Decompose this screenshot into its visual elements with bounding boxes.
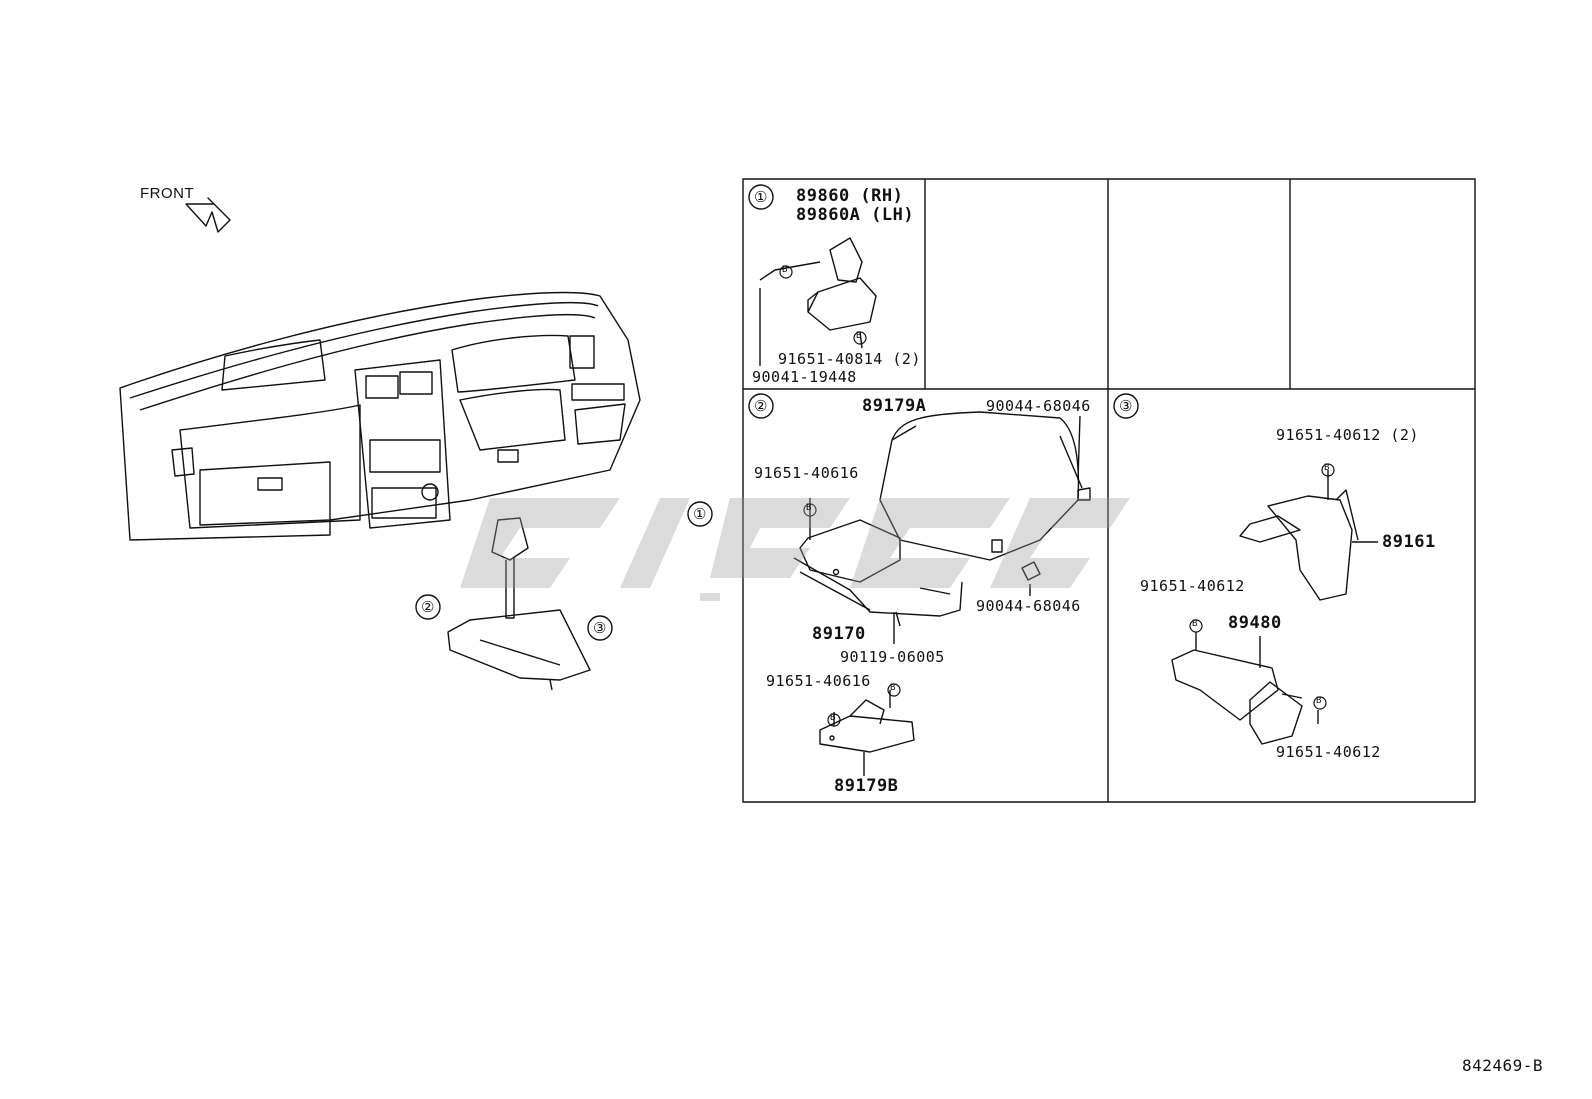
sensor-module-illustration — [1239, 470, 1378, 601]
bolt-marker-label: B — [782, 265, 788, 275]
bolt-marker-label: B — [1324, 463, 1330, 473]
watermark-logo — [460, 498, 1130, 601]
part-91651-40616-left: 91651-40616 — [754, 464, 859, 482]
airbag-ecu-bracket-illustration — [793, 519, 963, 627]
part-89179a: 89179A — [862, 396, 927, 416]
part-89860a-lh: 89860A (LH) — [796, 205, 915, 225]
callout-2-box: ② — [754, 397, 768, 415]
front-sensor-illustration — [759, 237, 877, 366]
part-90119-06005: 90119-06005 — [840, 648, 945, 666]
front-label: FRONT — [140, 185, 195, 202]
bolt-marker-label: B — [1316, 696, 1322, 706]
callout-1-main: ① — [693, 505, 707, 523]
part-91651-40612-left: 91651-40612 — [1140, 577, 1245, 595]
callout-circles — [415, 184, 1139, 641]
bolt-marker-label: B — [856, 331, 862, 341]
ecu-cover-illustration — [879, 411, 1091, 581]
dashboard-illustration — [119, 291, 641, 541]
part-91651-40612-right: 91651-40612 — [1276, 743, 1381, 761]
bolt-marker-label: B — [1192, 619, 1198, 629]
part-90044-68046-bottom: 90044-68046 — [976, 597, 1081, 615]
bolt-marker-label: B — [806, 503, 812, 513]
figure-code: 842469-B — [1462, 1056, 1544, 1075]
bracket-89480-illustration — [1171, 632, 1319, 745]
callout-1-box: ① — [754, 188, 768, 206]
part-91651-40612-top: 91651-40612 (2) — [1276, 426, 1419, 444]
callout-3-box: ③ — [1119, 397, 1133, 415]
part-89860-rh: 89860 (RH) — [796, 186, 904, 206]
part-90041-19448: 90041-19448 — [752, 368, 857, 386]
box2-leaders — [809, 425, 1083, 776]
detail-boxes-frame — [742, 178, 1476, 803]
part-91651-40814: 91651-40814 (2) — [778, 350, 921, 368]
bolt-marker-label: B — [890, 683, 896, 693]
floor-sensor-illustration — [819, 699, 915, 753]
front-arrow-icon — [185, 197, 231, 233]
part-91651-40616-lower: 91651-40616 — [766, 672, 871, 690]
bolt-marker-label: B — [830, 713, 836, 723]
part-89170: 89170 — [812, 624, 866, 644]
shift-lever-illustration — [447, 517, 591, 691]
part-89179b: 89179B — [834, 776, 899, 796]
part-89480: 89480 — [1228, 613, 1282, 633]
part-90044-68046-top: 90044-68046 — [986, 397, 1091, 415]
part-89161: 89161 — [1382, 532, 1436, 552]
bolt-markers — [779, 265, 1335, 727]
callout-2-main: ② — [421, 598, 435, 616]
callout-3-main: ③ — [593, 619, 607, 637]
